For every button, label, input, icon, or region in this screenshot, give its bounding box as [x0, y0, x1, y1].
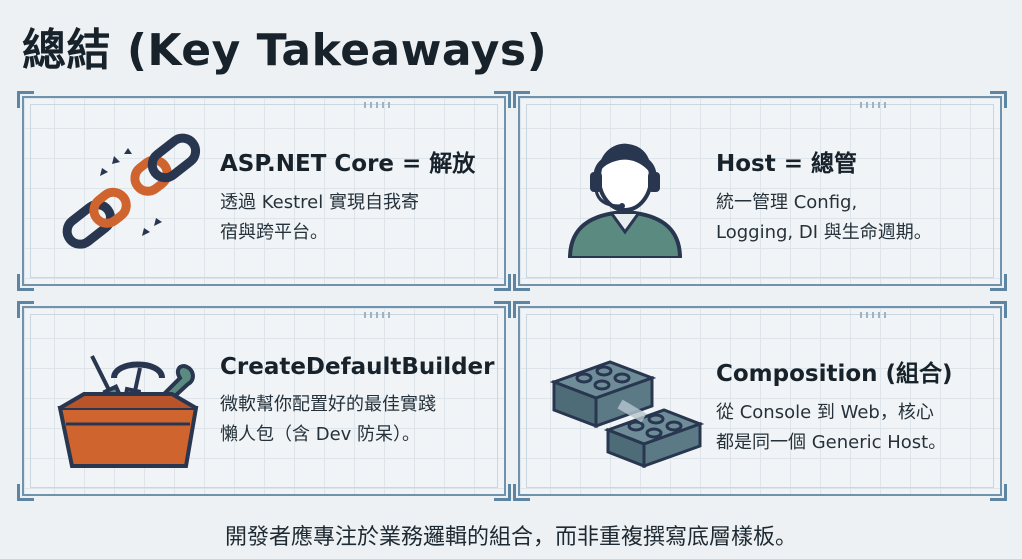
card-body-line: Logging, DI 與生命週期。	[716, 222, 932, 243]
card-create-default-builder: CreateDefaultBuilder 微軟幫你配置好的最佳實踐 懶人包（含 …	[17, 301, 511, 501]
card-title: CreateDefaultBuilder	[220, 354, 495, 380]
card-body-line: 都是同一個 Generic Host。	[716, 432, 947, 453]
broken-chain-icon	[44, 128, 214, 258]
card-title: ASP.NET Core = 解放	[220, 151, 476, 177]
card-body-line: 懶人包（含 Dev 防呆）。	[220, 424, 421, 445]
card-body-line: 透過 Kestrel 實現自我寄	[220, 192, 419, 213]
card-body-line: 從 Console 到 Web，核心	[716, 402, 934, 423]
card-body-line: 宿與跨平台。	[220, 222, 328, 243]
footer-summary: 開發者應專注於業務邏輯的組合，而非重複撰寫底層樣板。	[224, 525, 797, 550]
card-body-line: 微軟幫你配置好的最佳實踐	[220, 394, 436, 415]
card-aspnet-core: ASP.NET Core = 解放 透過 Kestrel 實現自我寄 宿與跨平台…	[17, 91, 511, 291]
card-title: Composition (組合)	[716, 361, 953, 387]
page-title: 總結 (Key Takeaways)	[22, 25, 548, 76]
card-title: Host = 總管	[716, 151, 858, 177]
headset-operator-icon	[540, 128, 710, 260]
card-body-line: 統一管理 Config,	[716, 192, 858, 213]
card-composition: Composition (組合) 從 Console 到 Web，核心 都是同一…	[513, 301, 1007, 501]
building-blocks-icon	[540, 338, 710, 469]
card-host: Host = 總管 統一管理 Config, Logging, DI 與生命週期…	[513, 91, 1007, 291]
toolbox-icon	[44, 338, 214, 468]
